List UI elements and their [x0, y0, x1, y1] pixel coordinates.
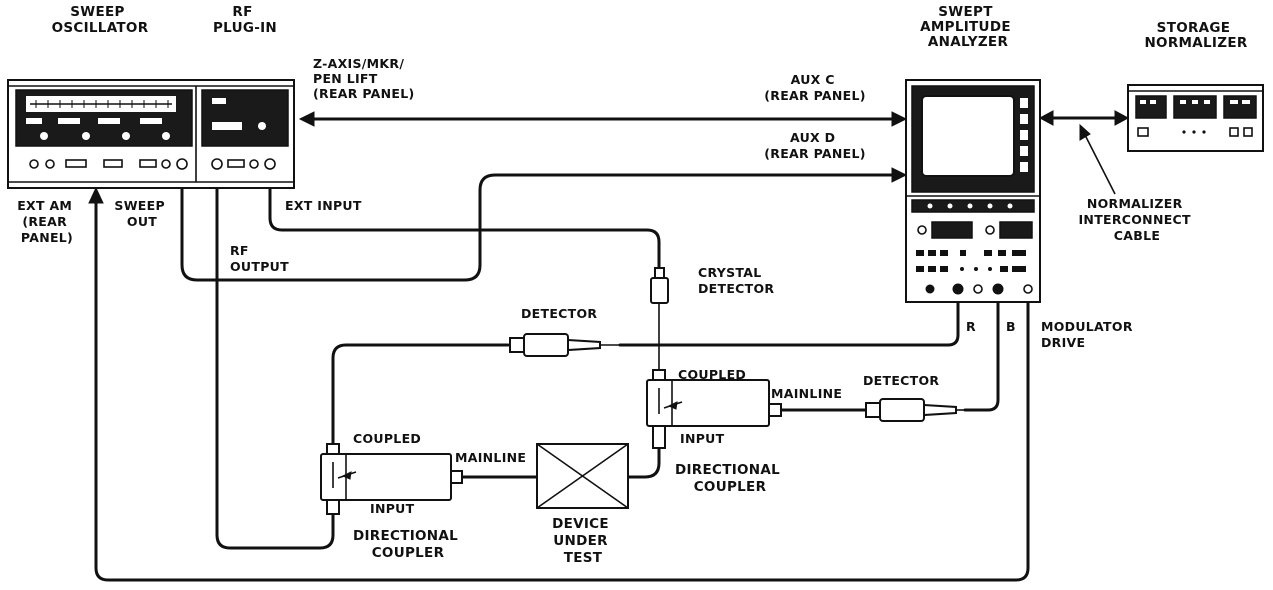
port-r-label: R — [966, 319, 976, 334]
crystal-detector-label: CRYSTAL DETECTOR — [698, 265, 774, 296]
directional-coupler-right — [646, 369, 782, 449]
arrowhead-ext-am-icon — [88, 186, 104, 204]
aux-c-label: AUX C (REAR PANEL) — [764, 72, 866, 103]
labels: SWEEP OSCILLATOR RF PLUG-IN SWEPT AMPLIT… — [17, 4, 1247, 566]
rf-output-label: RF OUTPUT — [230, 243, 289, 274]
rf-plugin — [201, 89, 289, 170]
crystal-detector — [650, 267, 669, 304]
right-coupled-label: COUPLED — [678, 367, 746, 382]
sweep-out-label: SWEEP OUT — [114, 198, 169, 229]
left-coupled-label: COUPLED — [353, 431, 421, 446]
dut-label: DEVICE UNDER TEST — [552, 516, 614, 566]
arrowhead-left-icon — [298, 111, 315, 127]
analyzer-title: SWEPT AMPLITUDE ANALYZER — [920, 4, 1016, 50]
aux-d-label: AUX D (REAR PANEL) — [764, 130, 866, 161]
left-coupler-name: DIRECTIONAL COUPLER — [353, 528, 463, 561]
right-input-label: INPUT — [680, 431, 725, 446]
normalizer-title: STORAGE NORMALIZER — [1144, 20, 1247, 51]
coupled-to-detector-r-cable — [331, 343, 510, 447]
detector-r-to-analyzer-cable — [618, 291, 960, 347]
arrowhead-normalizer-left-icon — [1038, 110, 1054, 126]
left-input-label: INPUT — [370, 501, 415, 516]
arrowhead-aux-d-icon — [891, 167, 908, 183]
storage-normalizer — [1127, 84, 1264, 152]
detector-r — [509, 333, 620, 357]
swept-amplitude-analyzer — [905, 79, 1041, 303]
port-b-label: B — [1006, 319, 1016, 334]
dut-to-coupler-cable — [626, 446, 661, 479]
modulator-drive-cable — [94, 198, 1030, 582]
ext-input-label: EXT INPUT — [285, 198, 362, 213]
sweep-oscillator-title: SWEEP OSCILLATOR — [52, 4, 149, 36]
modulator-drive-port — [1023, 284, 1033, 294]
analyzer-port-r — [952, 283, 964, 295]
rf-output-cable — [215, 164, 335, 550]
pointer-arrowhead-icon — [1079, 123, 1091, 141]
directional-coupler-left — [320, 443, 463, 515]
analyzer-crt-screen — [921, 95, 1015, 177]
ext-input-cable — [268, 164, 661, 270]
rf-output-connector — [211, 158, 223, 170]
detector-r-label: DETECTOR — [521, 306, 597, 321]
arrowhead-normalizer-right-icon — [1114, 110, 1130, 126]
z-axis-label: Z-AXIS/MKR/ PEN LIFT (REAR PANEL) — [313, 56, 415, 101]
sweep-out-connector — [161, 159, 171, 169]
device-under-test — [536, 443, 629, 509]
detector-b-to-analyzer-cable — [963, 291, 1000, 412]
analyzer-port-b — [992, 283, 1004, 295]
ext-am-label: EXT AM (REAR PANEL) — [17, 198, 77, 245]
rf-plugin-title: RF PLUG-IN — [213, 4, 277, 36]
detector-b-label: DETECTOR — [863, 373, 939, 388]
modulator-drive-label: MODULATOR DRIVE — [1041, 319, 1137, 350]
arrowhead-right-icon — [891, 111, 908, 127]
normalizer-cable-label: NORMALIZER INTERCONNECT CABLE — [1078, 196, 1195, 243]
ext-input-connector — [264, 158, 276, 170]
right-mainline-label: MAINLINE — [771, 386, 842, 401]
left-mainline-label: MAINLINE — [455, 450, 526, 465]
cables — [88, 110, 1130, 582]
sweep-out-aux-d-cable — [180, 162, 895, 282]
right-coupler-name: DIRECTIONAL COUPLER — [675, 462, 785, 495]
detector-b — [865, 398, 965, 422]
normalizer-cable-pointer — [1083, 132, 1116, 195]
